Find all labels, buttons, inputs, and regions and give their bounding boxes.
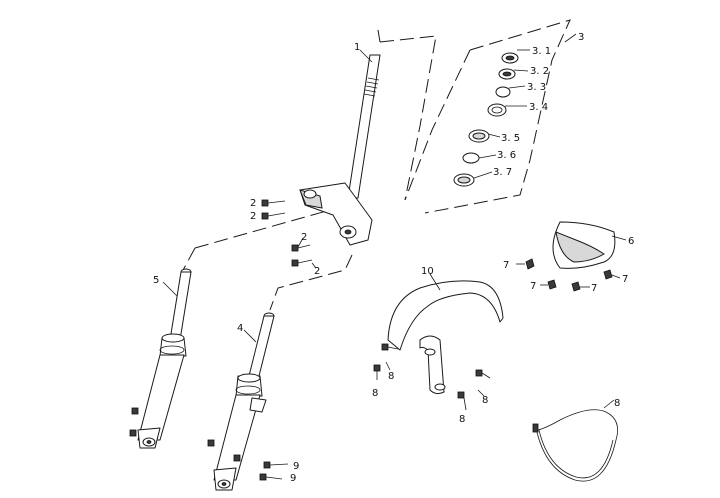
label-part-9-b: 9	[290, 473, 296, 484]
label-part-2-b: 2	[250, 211, 256, 222]
dashed-outline-right-fork	[181, 209, 331, 273]
front-fender	[387, 273, 504, 395]
fork-cover	[552, 221, 627, 269]
screws-part-7	[516, 258, 621, 292]
label-part-8-a: 8	[388, 371, 394, 382]
label-part-3-1: 3. 1	[532, 46, 551, 57]
bolts-part-8	[373, 343, 491, 411]
label-part-3-4: 3. 4	[529, 102, 548, 113]
steering-stem	[299, 49, 381, 246]
label-part-4: 4	[237, 323, 243, 334]
label-part-3-5: 3. 5	[501, 133, 520, 144]
bolts-part-2	[261, 199, 317, 269]
label-part-2-a: 2	[250, 198, 256, 209]
label-part-3-2: 3. 2	[530, 66, 549, 77]
label-part-6: 6	[628, 236, 634, 247]
dashed-outline-bearing-set	[404, 19, 571, 214]
label-part-2-c: 2	[301, 232, 307, 243]
label-part-2-d: 2	[314, 266, 320, 277]
label-part-3: 3	[578, 32, 584, 43]
bearing-set	[453, 33, 577, 187]
label-part-8-b: 8	[372, 388, 378, 399]
label-part-3-7: 3. 7	[493, 167, 512, 178]
bolts-part-9	[259, 461, 289, 481]
label-part-8-e: 8	[614, 398, 620, 409]
label-part-3-6: 3. 6	[497, 150, 516, 161]
part-labels: 1 2 2 2 2 3 3. 1 3. 2 3. 3 3. 4 3. 5 3. …	[153, 32, 634, 484]
dashed-outline-steering-column	[377, 29, 437, 201]
label-part-7-d: 7	[622, 274, 628, 285]
speedometer-cable	[532, 399, 619, 482]
label-part-7-c: 7	[591, 283, 597, 294]
label-part-7-a: 7	[503, 260, 509, 271]
label-part-8-c: 8	[482, 395, 488, 406]
label-part-1: 1	[354, 42, 360, 53]
label-part-10: 10	[421, 266, 434, 277]
label-part-3-3: 3. 3	[527, 82, 546, 93]
label-part-9-a: 9	[293, 461, 299, 472]
label-part-8-d: 8	[459, 414, 465, 425]
label-part-7-b: 7	[530, 281, 536, 292]
label-part-5: 5	[153, 275, 159, 286]
fork-tube-right	[129, 268, 192, 449]
fork-tube-left	[207, 312, 275, 491]
dashed-outline-left-fork	[269, 254, 353, 311]
